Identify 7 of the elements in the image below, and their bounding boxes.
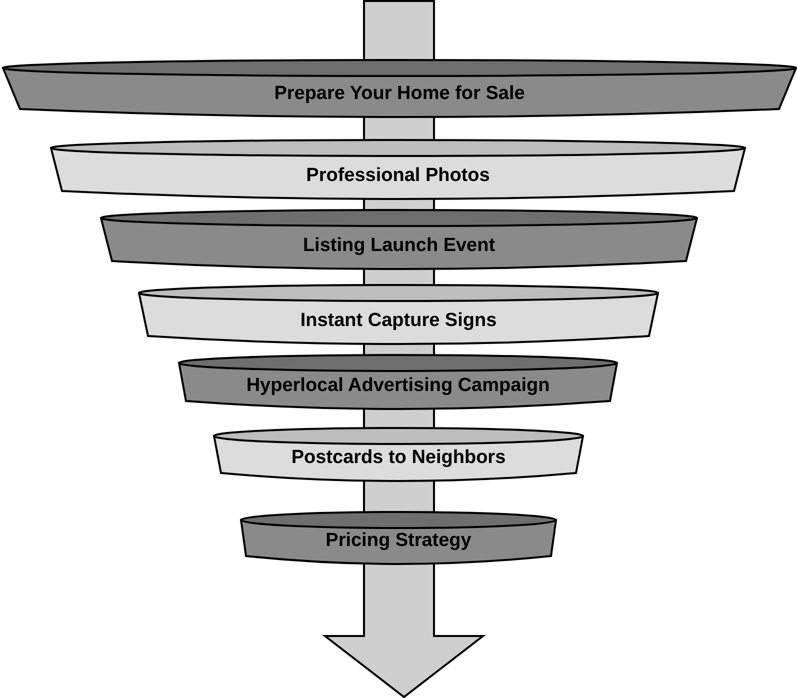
band-label: Instant Capture Signs [300,308,497,332]
band-label: Postcards to Neighbors [291,446,506,470]
band-label: Professional Photos [306,164,490,188]
band-label: Listing Launch Event [302,234,496,258]
band-label: Pricing Strategy [326,528,472,552]
band-label: Hyperlocal Advertising Campaign [246,374,550,398]
band-label: Prepare Your Home for Sale [274,82,525,106]
